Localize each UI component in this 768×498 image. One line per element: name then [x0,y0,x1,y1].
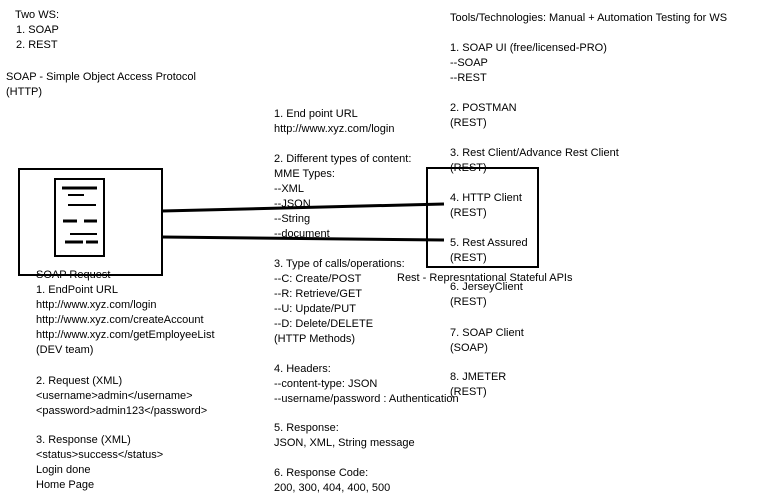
server-box [426,167,539,268]
response-xml-line: Home Page [36,479,95,491]
content-line: MME Types: [274,168,335,180]
soap-definition: SOAP - Simple Object Access Protocol [6,71,196,83]
endpoint-title: 1. End point URL [274,108,358,120]
headers-line: --content-type: JSON [274,378,378,390]
content-line: --XML [274,183,304,195]
headers-line: --username/password : Authentication [274,393,459,405]
response-xml-title: 3. Response (XML) [36,434,131,446]
content-title: 2. Different types of content: [274,153,412,165]
tool-detail: (SOAP) [450,342,488,354]
soap-request-line: (DEV team) [36,344,94,356]
soap-request-line: http://www.xyz.com/getEmployeeList [36,329,215,341]
soap-request-line: http://www.xyz.com/createAccount [36,314,204,326]
response-line: JSON, XML, String message [274,437,415,449]
content-line: --document [274,228,330,240]
calls-line: --R: Retrieve/GET [274,288,363,300]
calls-title: 3. Type of calls/operations: [274,258,405,270]
tool-name: 6. JerseyClient [450,281,523,293]
ws-item-rest: 2. REST [16,39,58,51]
calls-line: --U: Update/PUT [274,303,356,315]
tool-name: 2. POSTMAN [450,102,517,114]
tool-detail: --REST [450,72,487,84]
request-xml-title: 2. Request (XML) [36,375,123,387]
request-xml-line: <password>admin123</password> [36,405,208,417]
tool-detail: (REST) [450,162,487,174]
tool-detail: (REST) [450,386,487,398]
tool-detail: (REST) [450,252,487,264]
content-line: --JSON [274,198,311,210]
response-title: 5. Response: [274,422,339,434]
tool-name: 3. Rest Client/Advance Rest Client [450,147,619,159]
calls-line: (HTTP Methods) [274,333,356,345]
response-code-title: 6. Response Code: [274,467,369,479]
tool-detail: (REST) [450,117,487,129]
endpoint-url: http://www.xyz.com/login [274,123,395,135]
soap-request-line: 1. EndPoint URL [36,284,118,296]
response-code-line: 200, 300, 404, 400, 500 [274,482,391,494]
ws-title: Two WS: [15,9,60,21]
rest-definition: Rest - Represntational Stateful APIs [397,272,573,284]
client-box-outer [18,168,163,276]
tool-name: 1. SOAP UI (free/licensed-PRO) [450,42,607,54]
soap-protocol: (HTTP) [6,86,43,98]
soap-request-line: http://www.xyz.com/login [36,299,157,311]
connector-bottom [161,235,445,242]
tool-name: 7. SOAP Client [450,327,524,339]
tool-name: 5. Rest Assured [450,237,528,249]
soap-request-title: SOAP Request [36,269,111,281]
calls-line: --C: Create/POST [274,273,362,285]
connector-top [161,202,445,213]
tools-title: Tools/Technologies: Manual + Automation … [450,12,728,24]
tool-detail: (REST) [450,296,487,308]
tool-name: 8. JMETER [450,371,507,383]
tool-detail: --SOAP [450,57,488,69]
content-line: --String [274,213,311,225]
client-box-inner [54,178,105,257]
response-xml-line: <status>success</status> [36,449,164,461]
headers-title: 4. Headers: [274,363,331,375]
calls-line: --D: Delete/DELETE [274,318,374,330]
response-xml-line: Login done [36,464,91,476]
tool-name: 4. HTTP Client [450,192,522,204]
tool-detail: (REST) [450,207,487,219]
request-xml-line: <username>admin</username> [36,390,193,402]
ws-item-soap: 1. SOAP [16,24,59,36]
